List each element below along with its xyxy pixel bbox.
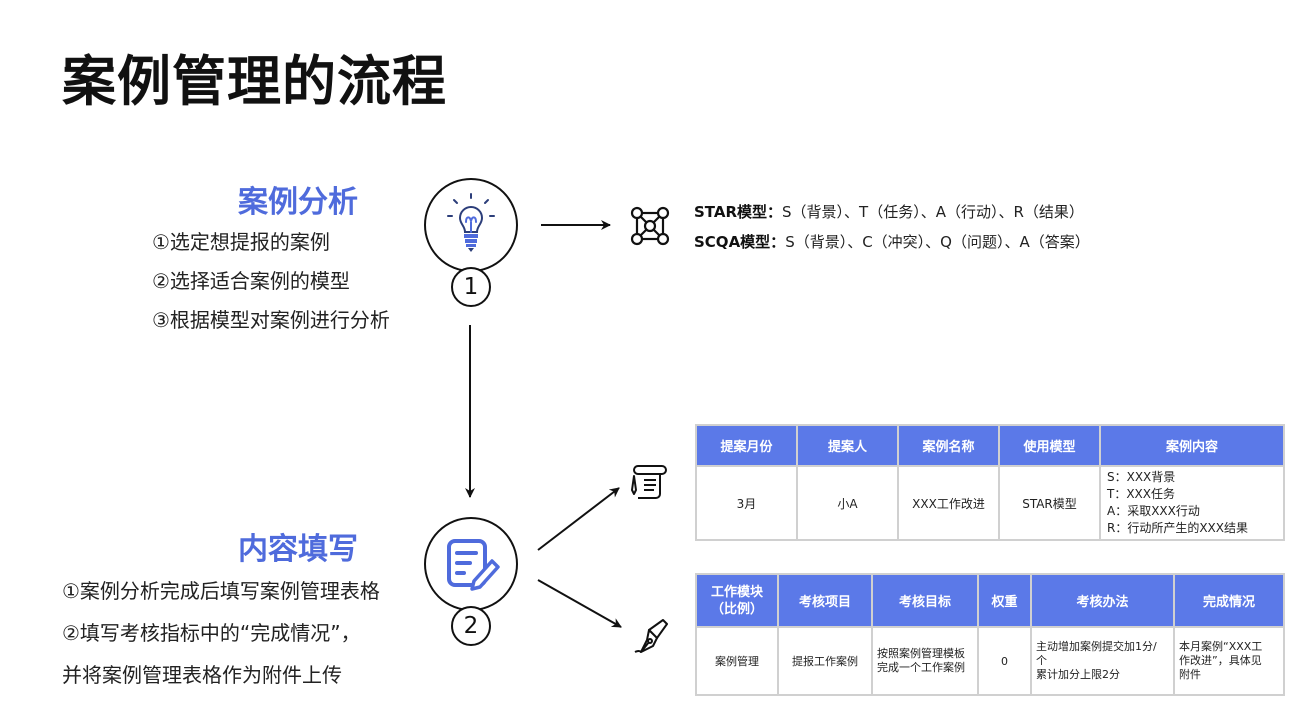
- section-title-content-fill: 内容填写: [238, 532, 358, 567]
- case-management-table: 提案月份 提案人 案例名称 使用模型 案例内容 3月 小A XXX工作改进 ST…: [695, 424, 1285, 541]
- step-item: ①选定想提报的案例: [152, 230, 330, 254]
- table-header-cell: 完成情况: [1173, 573, 1285, 628]
- table-cell: 小A: [796, 465, 899, 541]
- table-header-cell: 使用模型: [998, 424, 1101, 467]
- step-item: 并将案例管理表格作为附件上传: [62, 663, 342, 687]
- table-header-cell: 考核办法: [1030, 573, 1175, 628]
- table-cell: 提报工作案例: [777, 626, 873, 696]
- table-cell-content: S：XXX背景 T：XXX任务 A：采取XXX行动 R：行动所产生的XXX结果: [1099, 465, 1285, 541]
- step-item: ③根据模型对案例进行分析: [152, 308, 390, 332]
- table-cell: 案例管理: [695, 626, 779, 696]
- table-cell: 本月案例“XXX工作改进”，具体见附件: [1173, 626, 1285, 696]
- lightbulb-icon: [447, 193, 495, 252]
- table-header-cell: 考核目标: [871, 573, 979, 628]
- kpi-table: 工作模块（比例） 考核项目 考核目标 权重 考核办法 完成情况 案例管理 提报工…: [695, 573, 1285, 696]
- step-item: ②选择适合案例的模型: [152, 269, 350, 293]
- table-header-row: 工作模块（比例） 考核项目 考核目标 权重 考核办法 完成情况: [695, 573, 1285, 628]
- arrow-to-case-table: [537, 487, 620, 551]
- table-cell: XXX工作改进: [897, 465, 1000, 541]
- case-analysis-steps: ①选定想提报的案例 ②选择适合案例的模型 ③根据模型对案例进行分析: [152, 223, 390, 340]
- table-cell: 3月: [695, 465, 798, 541]
- model-star: STAR模型：S（背景）、T（任务）、A（行动）、R（结果）: [694, 203, 1084, 221]
- table-header-cell: 考核项目: [777, 573, 873, 628]
- document-pen-icon: [447, 539, 500, 591]
- table-header-cell: 权重: [977, 573, 1032, 628]
- content-fill-steps: ①案例分析完成后填写案例管理表格 ②填写考核指标中的“完成情况”， 并将案例管理…: [62, 570, 380, 696]
- models-list: STAR模型：S（背景）、T（任务）、A（行动）、R（结果） SCQA模型：S（…: [694, 197, 1090, 257]
- step-number-1: 1: [451, 267, 491, 307]
- table-cell: 0: [977, 626, 1032, 696]
- section-title-case-analysis: 案例分析: [238, 185, 358, 220]
- table-header-cell: 提案月份: [695, 424, 798, 467]
- content-line: S：XXX背景: [1107, 470, 1176, 484]
- step-number-2: 2: [451, 606, 491, 646]
- model-scqa: SCQA模型：S（背景）、C（冲突）、Q（问题）、A（答案）: [694, 233, 1090, 251]
- table-header-cell: 案例内容: [1099, 424, 1285, 467]
- fountain-pen-icon: [634, 619, 668, 653]
- table-header-row: 提案月份 提案人 案例名称 使用模型 案例内容: [695, 424, 1285, 467]
- table-header-cell: 案例名称: [897, 424, 1000, 467]
- step-item: ①案例分析完成后填写案例管理表格: [62, 579, 380, 603]
- table-header-cell: 工作模块（比例）: [695, 573, 779, 628]
- scroll-quill-icon: [631, 465, 667, 499]
- table-header-cell: 提案人: [796, 424, 899, 467]
- step-item: ②填写考核指标中的“完成情况”，: [62, 621, 361, 645]
- case-analysis-circle: [424, 178, 518, 272]
- table-cell: 按照案例管理模板完成一个工作案例: [871, 626, 979, 696]
- arrow-to-kpi-table: [537, 579, 622, 628]
- content-line: R：行动所产生的XXX结果: [1107, 521, 1249, 535]
- table-cell: STAR模型: [998, 465, 1101, 541]
- content-line: A：采取XXX行动: [1107, 504, 1200, 518]
- network-nodes-icon: [630, 206, 670, 246]
- content-line: T：XXX任务: [1107, 487, 1175, 501]
- table-row: 3月 小A XXX工作改进 STAR模型 S：XXX背景 T：XXX任务 A：采…: [695, 465, 1285, 541]
- table-row: 案例管理 提报工作案例 按照案例管理模板完成一个工作案例 0 主动增加案例提交加…: [695, 626, 1285, 696]
- page-title: 案例管理的流程: [62, 50, 447, 113]
- content-fill-circle: [424, 517, 518, 611]
- table-cell: 主动增加案例提交加1分/个累计加分上限2分: [1030, 626, 1175, 696]
